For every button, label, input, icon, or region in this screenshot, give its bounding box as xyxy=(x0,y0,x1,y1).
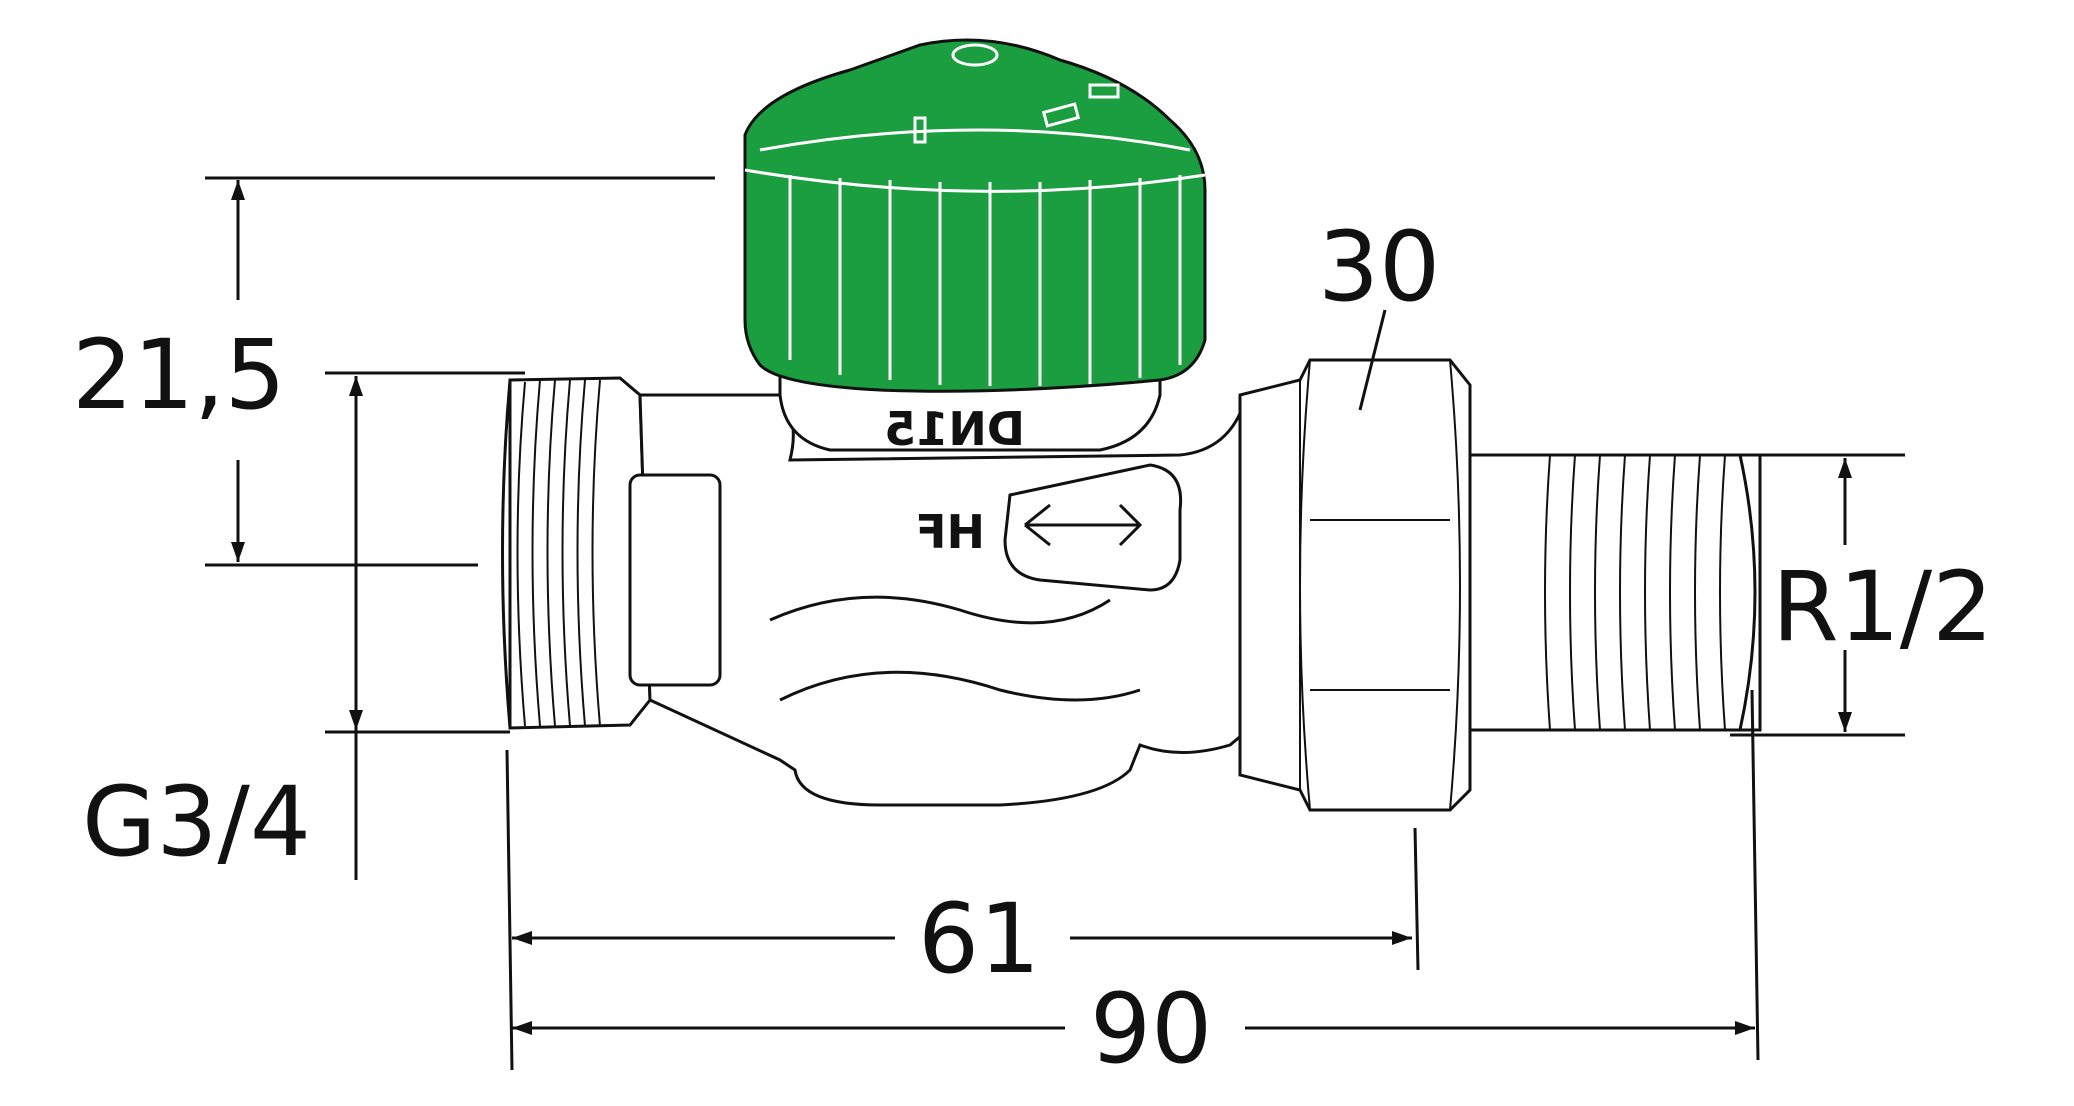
flow-arrow-icon xyxy=(1024,503,1143,547)
central-housing xyxy=(638,393,1262,807)
union-nut xyxy=(1238,358,1472,812)
cap-top-hole xyxy=(951,43,999,67)
cap-mark-1 xyxy=(913,116,927,144)
label-30: 30 xyxy=(1318,211,1440,323)
dim-30-leader xyxy=(1358,309,1387,411)
right-thread xyxy=(1544,454,1757,731)
cap-mark-2 xyxy=(1041,102,1081,128)
cap-ribs xyxy=(744,128,1206,386)
label-90: 90 xyxy=(1090,973,1212,1085)
dimension-labels: 21,5 G3/4 30 R1/2 61 90 xyxy=(72,211,1993,1085)
label-r12: R1/2 xyxy=(1772,551,1993,663)
cap-body xyxy=(743,38,1207,393)
protective-cap xyxy=(743,38,1207,393)
cap-mark-3 xyxy=(1088,83,1120,99)
valve-body xyxy=(501,358,1762,812)
dimension-lines xyxy=(205,176,1905,1071)
label-21-5: 21,5 xyxy=(72,319,286,431)
hf-marking: HF xyxy=(915,505,985,559)
label-g34: G3/4 xyxy=(82,766,311,878)
body-markings: DN15 HF xyxy=(884,402,1025,559)
left-thread xyxy=(501,379,601,729)
label-61: 61 xyxy=(918,883,1040,995)
left-pad xyxy=(628,473,722,687)
flow-arrow-box xyxy=(1003,463,1183,592)
right-tailpiece xyxy=(1468,453,1762,732)
dn-marking: DN15 xyxy=(884,402,1025,456)
